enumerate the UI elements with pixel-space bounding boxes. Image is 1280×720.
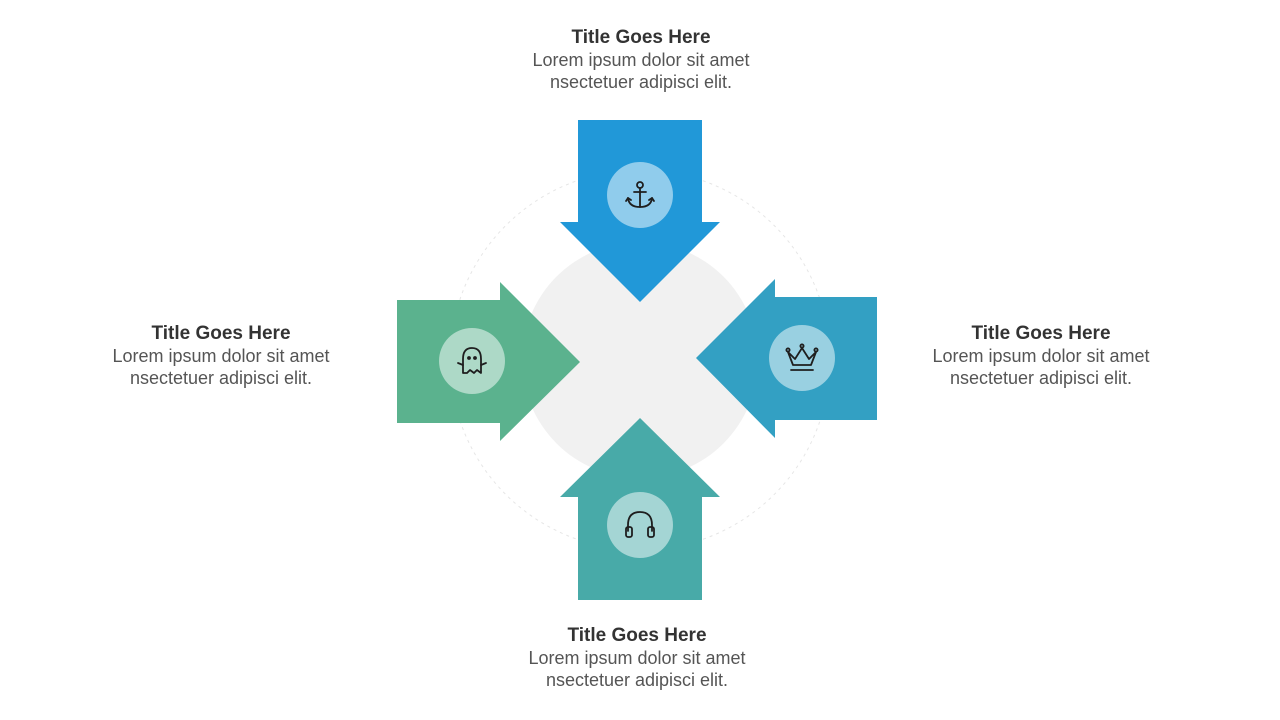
text-block-left: Title Goes Here Lorem ipsum dolor sit am…	[60, 322, 382, 389]
description-left: Lorem ipsum dolor sit amet nsectetuer ad…	[112, 346, 330, 388]
text-block-right: Title Goes Here Lorem ipsum dolor sit am…	[880, 322, 1202, 389]
icon-circle-left	[439, 328, 505, 394]
anchor-icon	[625, 181, 655, 208]
title-bottom: Title Goes Here	[567, 625, 707, 646]
description-top: Lorem ipsum dolor sit amet nsectetuer ad…	[532, 50, 750, 92]
crown-icon	[785, 343, 819, 371]
description-bottom: Lorem ipsum dolor sit amet nsectetuer ad…	[528, 648, 746, 690]
headphones-icon	[625, 511, 655, 538]
text-block-top: Title Goes Here Lorem ipsum dolor sit am…	[480, 26, 802, 93]
center-circle	[522, 242, 758, 478]
title-top: Title Goes Here	[571, 27, 711, 48]
text-block-bottom: Title Goes Here Lorem ipsum dolor sit am…	[476, 624, 798, 691]
description-right: Lorem ipsum dolor sit amet nsectetuer ad…	[932, 346, 1150, 388]
icon-circle-bottom	[607, 492, 673, 558]
icon-circle-right	[769, 325, 835, 391]
ghost-icon	[457, 347, 487, 374]
title-right: Title Goes Here	[971, 323, 1111, 344]
title-left: Title Goes Here	[151, 323, 291, 344]
